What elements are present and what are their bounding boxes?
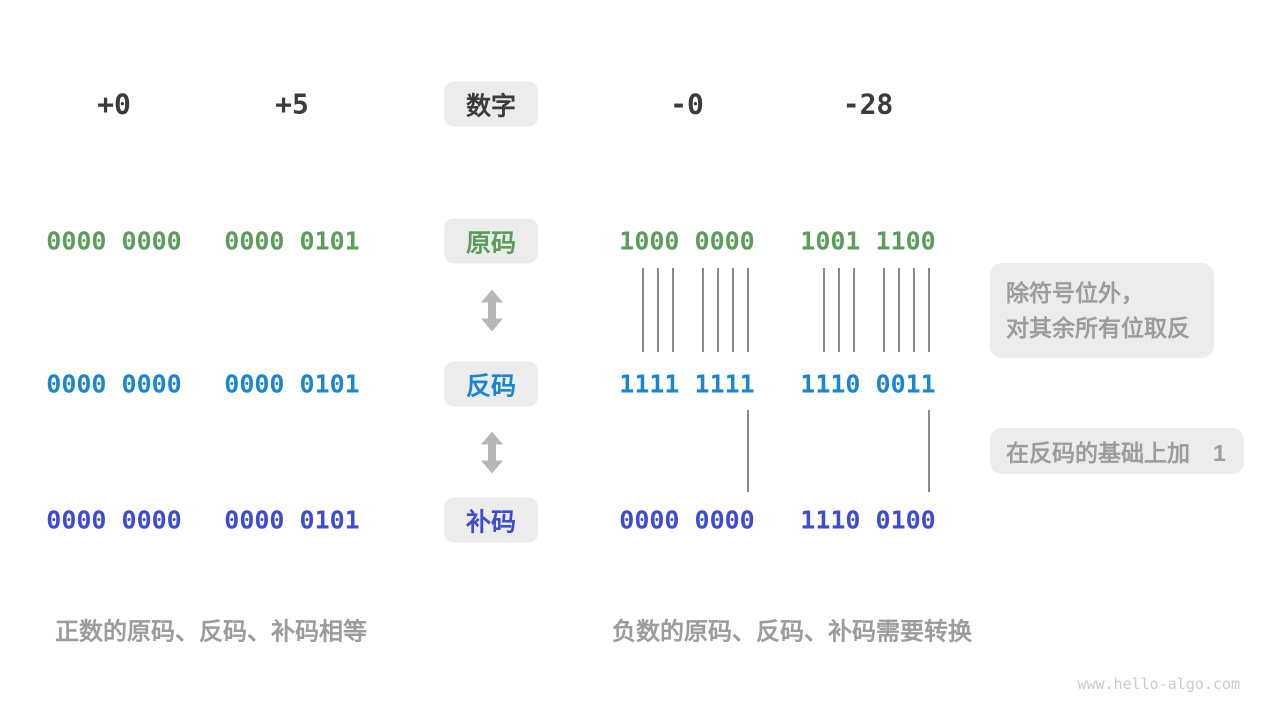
- double-arrow-icon: [481, 431, 503, 479]
- add-one-note: 在反码的基础上加 1: [990, 428, 1244, 474]
- header-value-neg-zero: -0: [670, 87, 704, 121]
- ones-complement-pos-five: 0000 0101: [224, 369, 360, 399]
- sign-magnitude-pos-zero: 0000 0000: [46, 226, 182, 256]
- number-label-chip: 数字: [444, 81, 538, 127]
- twos-complement-pos-five: 0000 0101: [224, 505, 360, 535]
- caption-negative: 负数的原码、反码、补码需要转换: [612, 618, 972, 646]
- sign-magnitude-pos-five: 0000 0101: [224, 226, 360, 256]
- ones-complement-chip-label: 反码: [465, 372, 516, 400]
- ones-complement-chip: 反码: [444, 361, 538, 407]
- twos-complement-neg-28: 1110 0100: [800, 505, 936, 535]
- sign-magnitude-neg-zero: 1000 0000: [619, 226, 755, 256]
- number-label-text: 数字: [465, 92, 516, 120]
- invert-bits-note-line2: 对其余所有位取反: [1006, 315, 1190, 341]
- add-one-note-text: 在反码的基础上加 1: [1006, 440, 1226, 466]
- sign-magnitude-chip: 原码: [444, 218, 538, 264]
- ones-complement-neg-28: 1110 0011: [800, 369, 936, 399]
- watermark: www.hello-algo.com: [1077, 675, 1240, 693]
- twos-complement-chip: 补码: [444, 497, 538, 543]
- header-value-pos-zero: +0: [97, 87, 131, 121]
- header-value-pos-five: +5: [275, 87, 309, 121]
- caption-positive: 正数的原码、反码、补码相等: [55, 618, 367, 646]
- add-one-line-neg-28: [928, 410, 930, 492]
- ones-complement-neg-zero: 1111 1111: [619, 369, 755, 399]
- double-arrow-icon: [481, 289, 503, 337]
- header-value-neg-28: -28: [842, 87, 894, 121]
- add-one-line-neg-zero: [747, 410, 749, 492]
- ones-complement-pos-zero: 0000 0000: [46, 369, 182, 399]
- twos-complement-pos-zero: 0000 0000: [46, 505, 182, 535]
- twos-complement-chip-label: 补码: [465, 508, 516, 536]
- invert-bits-note: 除符号位外， 对其余所有位取反: [990, 263, 1214, 358]
- sign-magnitude-neg-28: 1001 1100: [800, 226, 936, 256]
- sign-magnitude-chip-label: 原码: [465, 229, 516, 257]
- twos-complement-neg-zero: 0000 0000: [619, 505, 755, 535]
- invert-bits-note-line1: 除符号位外，: [1006, 280, 1144, 306]
